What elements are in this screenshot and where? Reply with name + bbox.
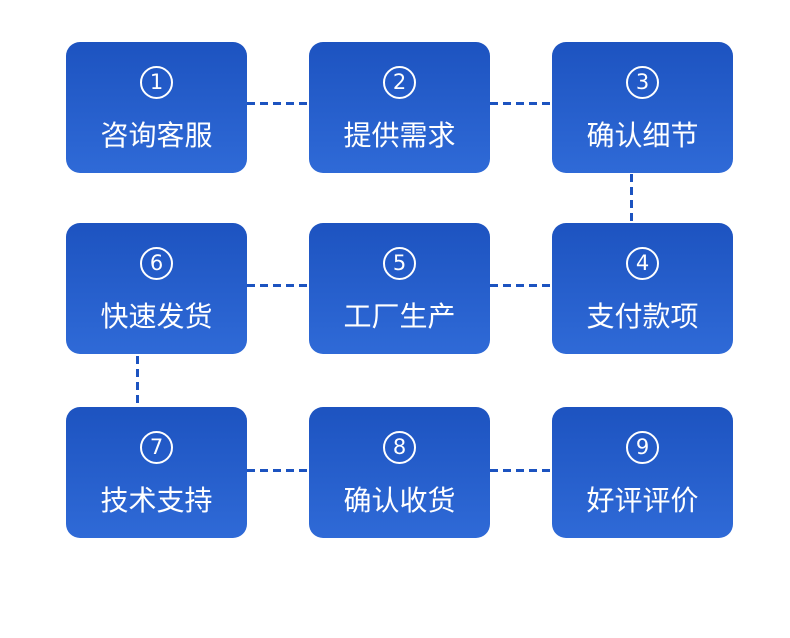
connector-5-6 (247, 284, 309, 287)
step-number-2: 2 (392, 69, 407, 94)
step-box-2: 2 提供需求 (309, 42, 490, 173)
step-label-2: 提供需求 (343, 118, 456, 152)
step-number-9: 9 (635, 434, 650, 459)
step-number-badge-6: 6 (140, 246, 173, 280)
step-number-3: 3 (635, 69, 650, 94)
step-label-7: 技术支持 (100, 483, 213, 517)
step-label-9: 好评评价 (586, 483, 699, 517)
step-number-5: 5 (392, 250, 407, 275)
step-number-8: 8 (392, 434, 407, 459)
connector-4-5 (490, 284, 552, 287)
connector-3-4 (630, 174, 633, 222)
step-number-badge-5: 5 (383, 246, 416, 280)
step-number-badge-3: 3 (626, 65, 659, 99)
step-label-3: 确认细节 (586, 118, 699, 152)
step-label-4: 支付款项 (586, 299, 699, 333)
step-number-4: 4 (635, 250, 650, 275)
step-number-6: 6 (149, 250, 164, 275)
step-number-badge-2: 2 (383, 65, 416, 99)
connector-6-7 (136, 356, 139, 404)
step-label-8: 确认收货 (343, 483, 456, 517)
step-box-5: 5 工厂生产 (309, 223, 490, 354)
step-box-6: 6 快速发货 (66, 223, 247, 354)
connector-1-2 (247, 102, 309, 105)
step-number-badge-1: 1 (140, 65, 173, 99)
step-label-6: 快速发货 (100, 299, 213, 333)
connector-8-9 (490, 469, 552, 472)
step-box-3: 3 确认细节 (552, 42, 733, 173)
step-number-1: 1 (149, 69, 164, 94)
step-number-badge-8: 8 (383, 430, 416, 464)
connector-7-8 (247, 469, 309, 472)
step-number-badge-7: 7 (140, 430, 173, 464)
step-number-badge-9: 9 (626, 430, 659, 464)
connector-2-3 (490, 102, 552, 105)
step-label-5: 工厂生产 (343, 299, 456, 333)
step-box-9: 9 好评评价 (552, 407, 733, 538)
step-box-8: 8 确认收货 (309, 407, 490, 538)
step-number-7: 7 (149, 434, 164, 459)
step-box-1: 1 咨询客服 (66, 42, 247, 173)
step-number-badge-4: 4 (626, 246, 659, 280)
step-box-4: 4 支付款项 (552, 223, 733, 354)
step-box-7: 7 技术支持 (66, 407, 247, 538)
step-label-1: 咨询客服 (100, 118, 213, 152)
